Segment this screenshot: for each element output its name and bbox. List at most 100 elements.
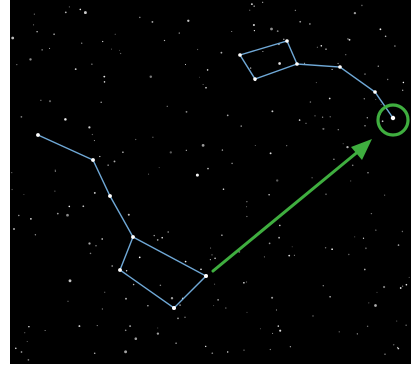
background-star	[65, 11, 67, 13]
background-star	[21, 116, 23, 118]
background-star	[126, 270, 127, 271]
background-star	[377, 292, 378, 293]
background-star	[196, 174, 199, 177]
background-star	[115, 34, 116, 35]
background-star	[317, 47, 318, 48]
background-star	[364, 74, 365, 75]
background-star	[364, 125, 366, 127]
background-star	[325, 247, 326, 248]
background-star	[23, 194, 24, 195]
background-star	[154, 235, 155, 236]
background-star	[84, 11, 87, 14]
background-star	[251, 3, 253, 5]
background-star	[167, 106, 168, 107]
background-star	[214, 257, 216, 259]
background-star	[290, 346, 291, 347]
background-star	[272, 333, 273, 334]
background-star	[18, 215, 19, 216]
background-star	[385, 36, 387, 38]
background-star	[68, 206, 70, 208]
background-star	[161, 237, 163, 239]
background-star	[111, 49, 112, 50]
background-star	[202, 144, 205, 147]
background-star	[197, 49, 198, 50]
background-star	[271, 110, 273, 112]
background-star	[383, 286, 385, 288]
background-star	[30, 218, 32, 220]
background-star	[179, 304, 181, 306]
background-star	[247, 312, 248, 313]
background-star	[384, 354, 385, 355]
background-star	[217, 299, 219, 301]
background-star	[330, 116, 331, 117]
background-star	[27, 341, 28, 342]
background-star	[231, 163, 233, 165]
background-star	[150, 76, 152, 78]
background-star	[53, 33, 55, 35]
big-dipper-star	[118, 268, 122, 272]
background-star	[333, 159, 335, 161]
background-star	[125, 298, 127, 300]
background-star	[171, 297, 173, 299]
background-star	[203, 84, 204, 85]
background-star	[221, 52, 223, 54]
background-star	[157, 239, 159, 241]
background-star	[367, 172, 368, 173]
background-star	[36, 31, 37, 32]
little-dipper-star	[285, 39, 289, 43]
background-star	[99, 156, 100, 157]
background-star	[396, 321, 397, 322]
background-star	[246, 206, 247, 207]
background-star	[119, 50, 120, 51]
background-star	[100, 101, 102, 103]
background-star	[382, 120, 384, 122]
background-star	[24, 332, 25, 333]
background-star	[184, 317, 185, 318]
background-star	[394, 45, 396, 47]
background-star	[94, 352, 96, 354]
background-star	[262, 51, 263, 52]
background-star	[304, 63, 305, 64]
background-star	[402, 90, 403, 91]
background-star	[45, 330, 46, 331]
background-star	[152, 137, 153, 138]
background-star	[49, 48, 50, 49]
background-star	[253, 24, 255, 26]
background-star	[364, 98, 365, 99]
background-star	[393, 344, 394, 345]
background-star	[241, 125, 242, 126]
background-star	[95, 245, 96, 246]
background-star	[28, 326, 29, 327]
background-star	[322, 128, 324, 130]
background-star	[21, 351, 23, 353]
background-star	[329, 296, 331, 298]
background-star	[409, 277, 410, 278]
background-star	[91, 64, 92, 65]
background-star	[375, 229, 377, 231]
background-star	[295, 10, 296, 11]
background-star	[279, 225, 281, 227]
background-star	[40, 100, 41, 101]
background-star	[364, 269, 366, 271]
background-star	[250, 67, 251, 68]
background-star	[352, 165, 354, 167]
background-star	[294, 255, 295, 256]
background-star	[402, 231, 403, 232]
background-star	[88, 126, 90, 128]
little-dipper-star	[238, 53, 242, 57]
background-star	[81, 43, 82, 44]
background-star	[213, 305, 214, 306]
background-star	[384, 195, 385, 196]
background-star	[111, 265, 113, 267]
background-star	[221, 234, 223, 236]
background-star	[278, 237, 280, 239]
background-star	[57, 213, 59, 215]
background-star	[354, 236, 355, 237]
background-star	[305, 123, 306, 124]
background-star	[49, 100, 51, 102]
background-star	[104, 81, 106, 83]
background-star	[151, 21, 153, 23]
background-star	[90, 253, 92, 255]
background-star	[348, 254, 349, 255]
background-star	[278, 62, 281, 65]
